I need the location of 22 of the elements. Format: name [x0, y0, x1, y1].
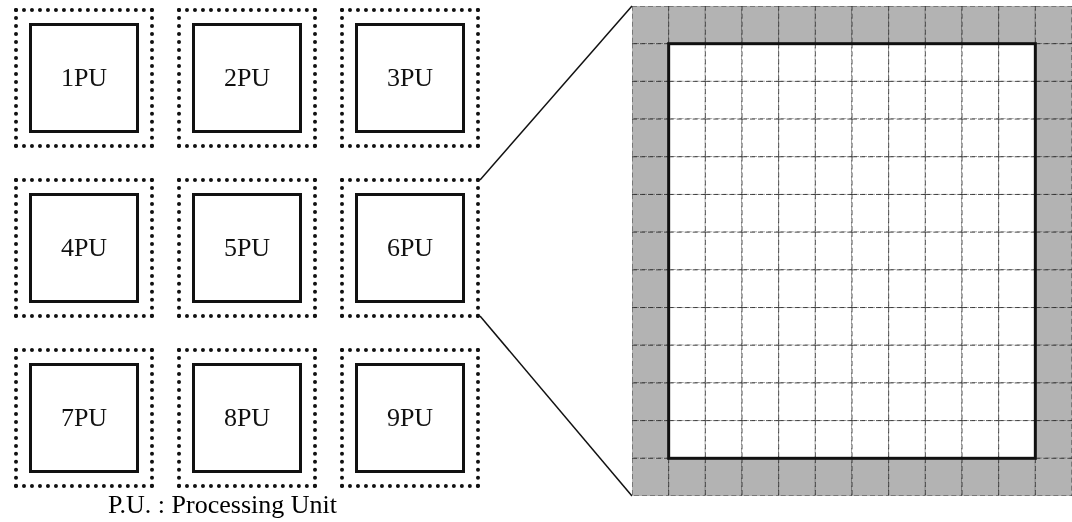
- unit-label: 8PU: [223, 403, 271, 433]
- leader-line: [479, 315, 633, 497]
- unit-label: 6PU: [386, 233, 434, 263]
- processing-unit-box: [14, 178, 154, 318]
- leader-line: [479, 5, 633, 181]
- unit-label: 1PU: [60, 63, 108, 93]
- unit-label: 5PU: [223, 233, 271, 263]
- processing-unit-box: [14, 348, 154, 488]
- unit-label: 9PU: [386, 403, 434, 433]
- magnified-grid-drawing: [632, 6, 1072, 496]
- processing-unit-box: [340, 8, 480, 148]
- unit-label: 7PU: [60, 403, 108, 433]
- unit-label: 3PU: [386, 63, 434, 93]
- processing-unit-box: [340, 348, 480, 488]
- processing-unit-box: [177, 8, 317, 148]
- processing-unit-box: [177, 178, 317, 318]
- processing-unit-box: [177, 348, 317, 488]
- processing-unit-box: [14, 8, 154, 148]
- processing-unit-box: [340, 178, 480, 318]
- legend-note: P.U. : Processing Unit: [108, 490, 337, 520]
- unit-label: 4PU: [60, 233, 108, 263]
- unit-label: 2PU: [223, 63, 271, 93]
